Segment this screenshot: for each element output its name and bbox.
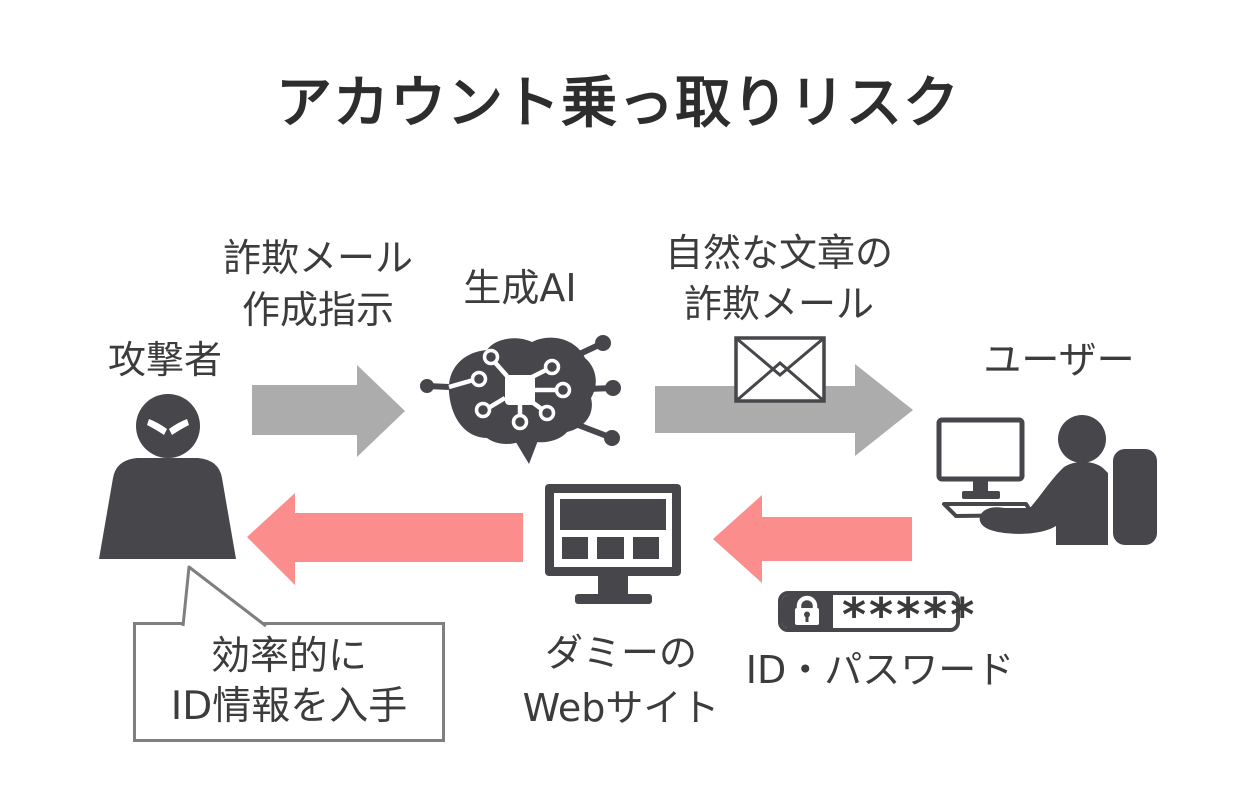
arrow-user-to-dummysite bbox=[713, 495, 912, 583]
natural-email-label-line1: 自然な文章の bbox=[664, 231, 894, 275]
attacker-label: 攻撃者 bbox=[107, 338, 223, 382]
instruction-label: 詐欺メール 作成指示 bbox=[223, 232, 413, 336]
dummy-site-label-line2: Webサイト bbox=[522, 686, 720, 730]
masked-password-text: ***** bbox=[842, 588, 978, 642]
speech-bubble: 効率的に ID情報を入手 bbox=[133, 622, 445, 742]
email-envelope-icon bbox=[734, 336, 826, 403]
speech-bubble-tail bbox=[181, 565, 267, 628]
attacker-person-icon bbox=[99, 394, 236, 559]
user-at-computer-icon bbox=[936, 415, 1157, 545]
dummy-website-monitor-icon bbox=[545, 484, 681, 604]
speech-bubble-line1: 効率的に bbox=[210, 634, 367, 679]
arrow-dummysite-to-attacker bbox=[247, 493, 523, 585]
natural-email-label-line2: 詐欺メール bbox=[683, 282, 875, 326]
instruction-label-line2: 作成指示 bbox=[241, 288, 395, 332]
instruction-label-line1: 詐欺メール bbox=[222, 236, 414, 280]
gen-ai-label: 生成AI bbox=[463, 266, 577, 310]
ai-brain-circuit-icon bbox=[420, 335, 621, 464]
password-lock-field-icon bbox=[778, 591, 960, 632]
arrow-attacker-to-ai bbox=[252, 365, 405, 457]
natural-email-label: 自然な文章の 詐欺メール bbox=[665, 228, 893, 330]
arrow-ai-to-user bbox=[655, 364, 913, 456]
page-title: アカウント乗っ取りリスク bbox=[276, 71, 960, 136]
dummy-site-label-line1: ダミーの bbox=[544, 631, 698, 675]
id-password-label: ID・パスワード bbox=[745, 648, 1015, 692]
speech-bubble-line2: ID情報を入手 bbox=[170, 684, 408, 729]
user-label: ユーザー bbox=[983, 338, 1135, 382]
lock-shackle bbox=[796, 595, 818, 608]
dummy-site-label: ダミーの Webサイト bbox=[523, 626, 720, 736]
